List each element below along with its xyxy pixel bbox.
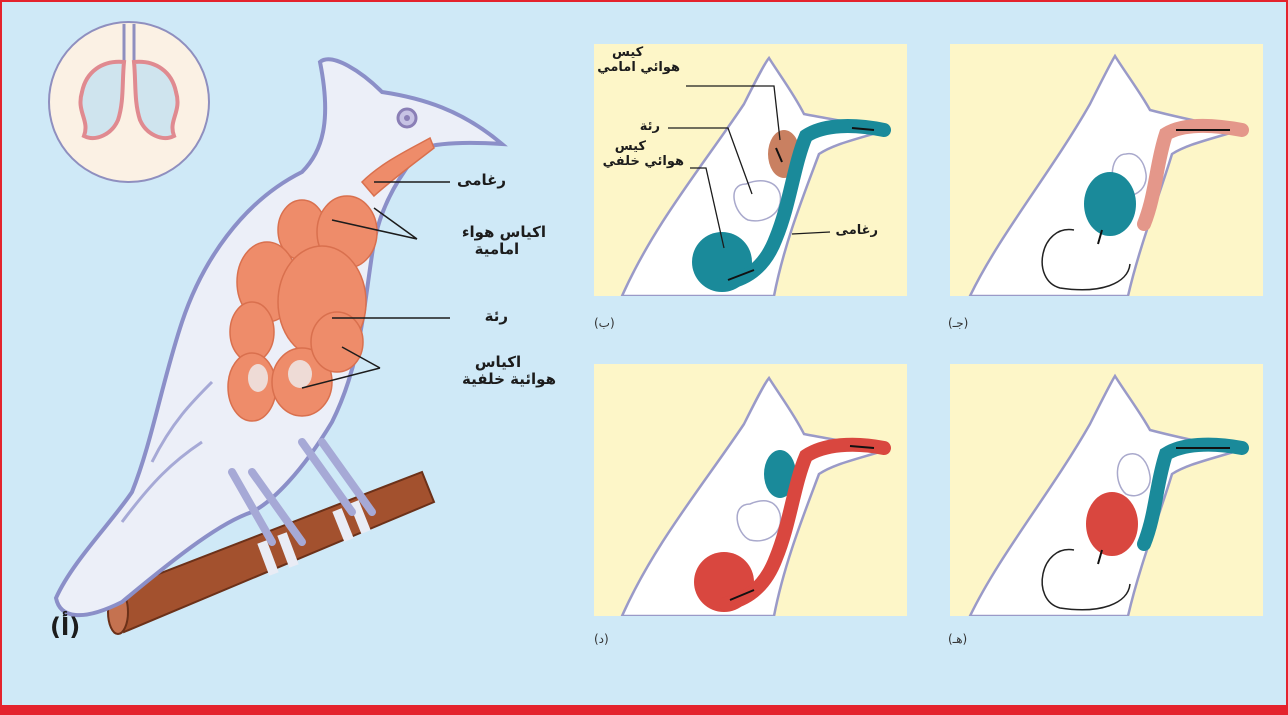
- bird-outline-b: [622, 58, 886, 296]
- panel-b: [594, 44, 907, 296]
- panel-e: [950, 364, 1263, 616]
- label-trachea-a: رغامى: [457, 172, 506, 189]
- label-anterior-sacs-a: اكياس هواء امامية: [462, 224, 546, 259]
- lungs-inset: [49, 22, 209, 182]
- caption-c: (جـ): [948, 316, 968, 330]
- caption-b: (ب): [594, 316, 615, 330]
- caption-d: (د): [594, 632, 609, 646]
- caption-a: (أ): [50, 614, 80, 642]
- panel-c: [950, 44, 1263, 296]
- bird-outline-d: [622, 378, 886, 616]
- label-trachea-b: رغامى: [836, 224, 878, 239]
- label-lung-a: رئة: [485, 308, 508, 325]
- label-anterior-sac-b: كيس هوائي امامي: [597, 46, 680, 76]
- label-lung-b: رئة: [640, 120, 660, 135]
- label-posterior-sacs-a: اكياس هوائية خلفية: [462, 354, 556, 389]
- label-posterior-sac-b: كيس هوائي خلفي: [603, 140, 684, 170]
- caption-e: (هـ): [948, 632, 967, 646]
- bottom-red-bar: [0, 705, 1288, 715]
- posterior-sac-e: [1086, 492, 1138, 556]
- posterior-sac-c: [1084, 172, 1136, 236]
- panel-d: [594, 364, 907, 616]
